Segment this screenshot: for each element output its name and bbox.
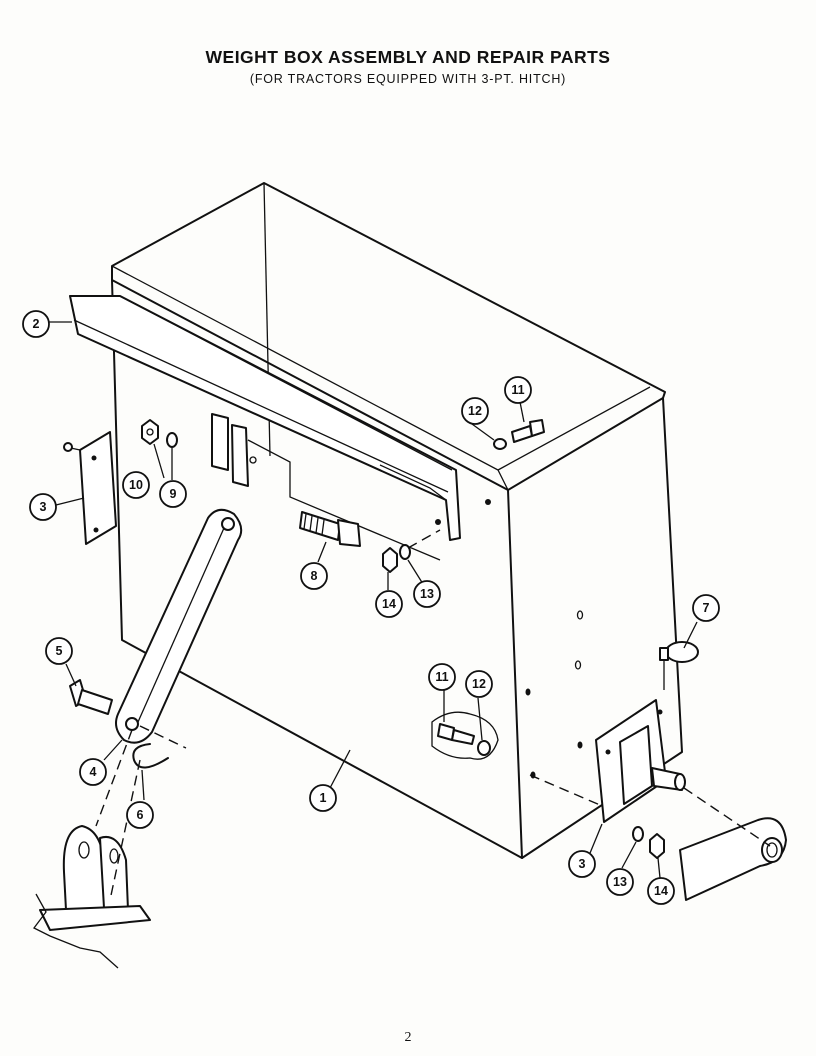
linch-pin-6 bbox=[132, 743, 169, 769]
hitch-pin-5 bbox=[69, 679, 113, 715]
page-number: 2 bbox=[404, 1030, 412, 1045]
bolt-washer-top bbox=[493, 419, 545, 450]
angle-bracket bbox=[69, 295, 461, 541]
svg-text:8: 8 bbox=[311, 569, 318, 583]
callout-2: 2 bbox=[22, 310, 50, 338]
side-bracket-left bbox=[63, 431, 117, 545]
svg-text:14: 14 bbox=[654, 884, 668, 898]
page-title: WEIGHT BOX ASSEMBLY AND REPAIR PARTS bbox=[205, 47, 611, 67]
center-lines bbox=[95, 529, 771, 901]
callout-12-inside: 12 bbox=[465, 670, 493, 698]
callout-13-mid: 13 bbox=[413, 580, 441, 608]
nut-washer-left bbox=[141, 419, 178, 448]
svg-text:9: 9 bbox=[170, 487, 177, 501]
svg-text:11: 11 bbox=[511, 383, 524, 397]
callout-6: 6 bbox=[126, 801, 154, 829]
callout-5: 5 bbox=[45, 637, 73, 665]
bolt-washer-inside bbox=[431, 711, 499, 760]
svg-text:12: 12 bbox=[468, 404, 482, 418]
svg-text:12: 12 bbox=[472, 677, 486, 691]
leader-lines bbox=[48, 321, 698, 879]
svg-text:1: 1 bbox=[320, 791, 327, 805]
callout-7: 7 bbox=[692, 594, 720, 622]
svg-text:13: 13 bbox=[420, 587, 434, 601]
svg-text:3: 3 bbox=[40, 500, 47, 514]
svg-text:2: 2 bbox=[33, 317, 40, 331]
callout-14-mid: 14 bbox=[375, 590, 403, 618]
nut-washer-right bbox=[632, 826, 665, 859]
callout-13-right: 13 bbox=[606, 868, 634, 896]
svg-text:13: 13 bbox=[613, 875, 627, 889]
callout-11-inside: 11 bbox=[428, 663, 456, 691]
svg-text:6: 6 bbox=[137, 808, 144, 822]
weight-box bbox=[111, 182, 683, 859]
callout-10: 10 bbox=[122, 471, 150, 499]
inner-plates bbox=[211, 413, 441, 561]
svg-text:4: 4 bbox=[90, 765, 97, 779]
callout-9: 9 bbox=[159, 480, 187, 508]
tractor-hitch-bracket-left bbox=[33, 825, 151, 969]
svg-text:10: 10 bbox=[129, 478, 143, 492]
callout-3-left: 3 bbox=[29, 493, 57, 521]
callout-11-top: 11 bbox=[504, 376, 532, 404]
svg-text:14: 14 bbox=[382, 597, 396, 611]
nut-washer-mid bbox=[382, 544, 411, 573]
callout-4: 4 bbox=[79, 758, 107, 786]
callout-1: 1 bbox=[309, 784, 337, 812]
callout-14-right: 14 bbox=[647, 877, 675, 905]
tractor-lift-arm-right bbox=[679, 817, 787, 901]
side-bracket-right bbox=[595, 699, 686, 823]
callout-12-top: 12 bbox=[461, 397, 489, 425]
svg-text:3: 3 bbox=[579, 857, 586, 871]
svg-text:7: 7 bbox=[703, 601, 710, 615]
svg-text:5: 5 bbox=[56, 644, 63, 658]
bolt-8 bbox=[299, 511, 361, 547]
svg-text:11: 11 bbox=[435, 670, 448, 684]
hairpin-7 bbox=[659, 641, 699, 690]
callout-8: 8 bbox=[300, 562, 328, 590]
callout-3-right: 3 bbox=[568, 850, 596, 878]
lower-link-arm bbox=[115, 508, 243, 744]
page-subtitle: (FOR TRACTORS EQUIPPED WITH 3-PT. HITCH) bbox=[249, 72, 567, 86]
